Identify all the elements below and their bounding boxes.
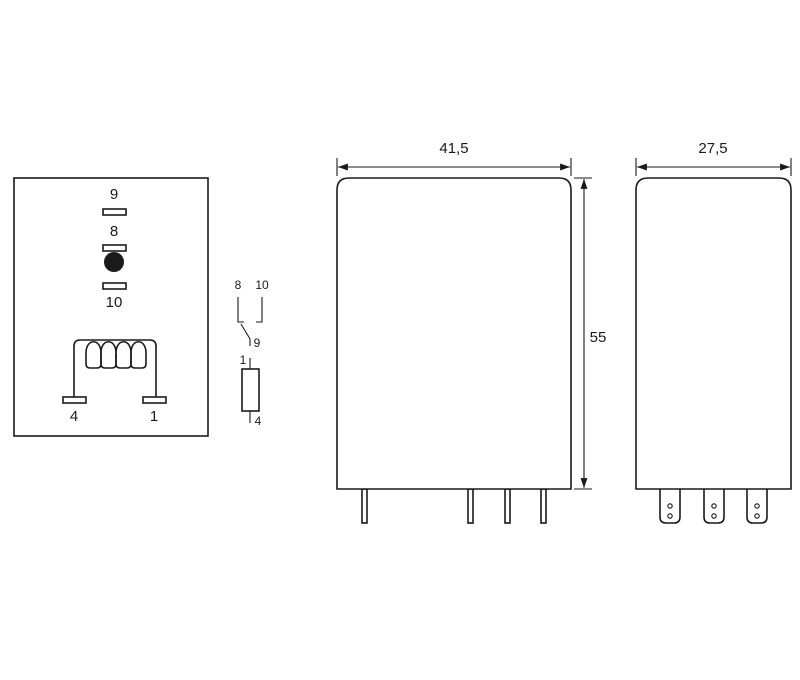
pin-4 [62,396,87,404]
pin-label-9: 9 [110,186,118,203]
side-body [635,177,792,490]
front-pin-1 [361,488,368,524]
pin-8 [102,244,127,252]
pinout-frame [13,177,209,437]
front-height-dim: 55 [590,329,607,346]
coil-symbol [73,339,157,397]
pin-label-10: 10 [106,294,123,311]
coil-label-4: 4 [255,414,262,428]
coil-box [241,368,260,412]
pin-label-8: 8 [110,223,118,240]
side-terminal-2 [703,489,725,524]
side-width-dim: 27,5 [698,140,727,157]
contact-label-10: 10 [255,278,269,292]
front-pin-3 [504,488,511,524]
front-pin-4 [540,488,547,524]
front-body [336,177,572,490]
contact-label-8: 8 [235,278,242,292]
pin-1 [142,396,167,404]
schematic-symbol: 8 10 9 1 4 [235,278,269,428]
contact-label-9: 9 [254,336,261,350]
pin-9 [102,208,127,216]
contact-8-line [237,297,244,323]
pin-dot-marker [104,252,124,272]
pin-label-1: 1 [150,408,158,425]
side-view: 27,5 [635,140,792,524]
contact-10-line [256,297,263,323]
pin-label-4: 4 [70,408,78,425]
side-terminal-1 [659,489,681,524]
front-width-dim: 41,5 [439,140,468,157]
side-terminal-3 [746,489,768,524]
coil-label-1: 1 [240,353,247,367]
front-pin-2 [467,488,474,524]
front-view: 41,5 55 [336,140,607,524]
pinout-view: 9 8 10 4 1 [13,177,209,437]
pin-10 [102,282,127,290]
contact-switch [240,323,251,340]
